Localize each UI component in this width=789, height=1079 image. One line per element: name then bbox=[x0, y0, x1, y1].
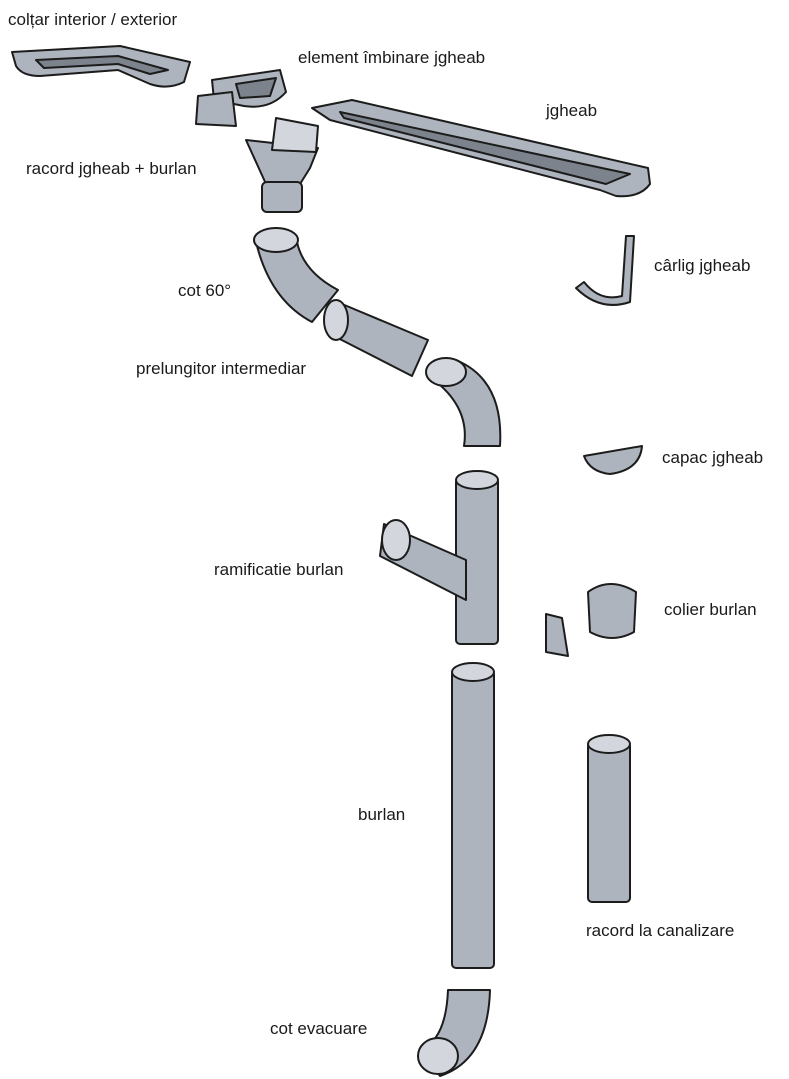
label-gutter-joint: element îmbinare jgheab bbox=[298, 49, 485, 66]
pipe-clamp-part bbox=[546, 584, 636, 656]
outlet-elbow-part bbox=[418, 990, 490, 1076]
extension-pipe-part bbox=[324, 300, 428, 376]
gutter-part bbox=[312, 100, 650, 196]
label-gutter-hook: cârlig jgheab bbox=[654, 257, 750, 274]
label-extension-pipe: prelungitor intermediar bbox=[136, 360, 306, 377]
label-corner-piece: colțar interior / exterior bbox=[8, 11, 177, 28]
gutter-hook-part bbox=[576, 236, 634, 305]
label-elbow-60: cot 60° bbox=[178, 282, 231, 299]
sewer-connector-part bbox=[588, 735, 630, 902]
second-elbow-part bbox=[426, 358, 500, 446]
gutter-cap-part bbox=[584, 446, 642, 474]
label-gutter-outlet: racord jgheab + burlan bbox=[26, 160, 197, 177]
branch-pipe-part bbox=[380, 471, 498, 644]
gutter-outlet-part bbox=[246, 118, 318, 212]
label-sewer-connector: racord la canalizare bbox=[586, 922, 734, 939]
label-branch-pipe: ramificatie burlan bbox=[214, 561, 343, 578]
label-pipe-clamp: colier burlan bbox=[664, 601, 757, 618]
label-outlet-elbow: cot evacuare bbox=[270, 1020, 367, 1037]
label-gutter-cap: capac jgheab bbox=[662, 449, 763, 466]
label-gutter: jgheab bbox=[546, 102, 597, 119]
downpipe-part bbox=[452, 663, 494, 968]
label-downpipe: burlan bbox=[358, 806, 405, 823]
gutter-joint-part bbox=[196, 70, 286, 126]
corner-piece-part bbox=[12, 46, 190, 87]
